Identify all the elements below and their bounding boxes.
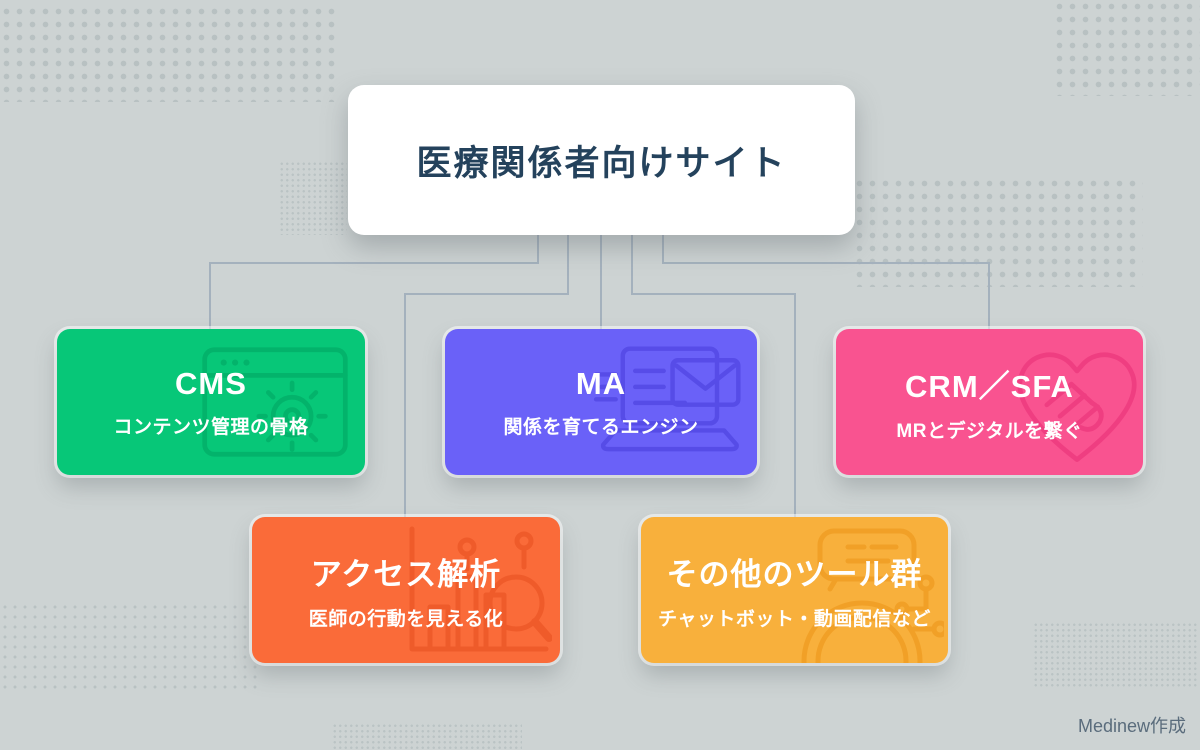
dot-pattern-top-right [1053,0,1200,96]
dot-pattern-right-band [853,177,1143,287]
node-ma: MA 関係を育てるエンジン [445,329,757,475]
chart-magnifier-icon [409,526,552,652]
chatbot-icon [801,528,944,663]
root-node: 医療関係者向けサイト [348,85,855,235]
dot-pattern-bottom-center [332,723,522,750]
dot-pattern-title-left [279,161,347,235]
browser-gear-icon [202,347,348,457]
node-subtitle: コンテンツ管理の骨格 [113,416,309,438]
dot-pattern-bottom-right [1033,622,1199,688]
node-cms: CMS コンテンツ管理の骨格 [57,329,365,475]
node-subtitle: チャットボット・動画配信など [658,609,931,630]
connector-to-tools [631,233,796,517]
handshake-heart-icon [1017,352,1137,462]
node-subtitle: 関係を育てるエンジン [503,416,699,438]
node-access-analytics: アクセス解析 医師の行動を見える化 [252,517,560,663]
connector-to-crm [662,233,990,329]
laptop-mail-icon [593,346,741,452]
node-title: MA [575,365,627,401]
node-title: CMS [175,365,247,401]
root-title: 医療関係者向けサイト [416,143,787,183]
dot-pattern-top-left [0,5,335,102]
connector-to-cms [209,233,539,329]
connector-to-access [404,233,569,517]
node-title: アクセス解析 [310,557,502,592]
node-subtitle: 医師の行動を見える化 [308,609,504,630]
node-title: CRM／SFA [905,369,1074,404]
dot-pattern-bottom-left [0,602,258,692]
credit-text: Medinew作成 [1077,716,1186,736]
node-other-tools: その他のツール群 チャットボット・動画配信など [641,517,948,663]
node-crm: CRM／SFA MRとデジタルを繋ぐ [836,329,1143,475]
node-title: その他のツール群 [666,557,923,592]
node-subtitle: MRとデジタルを繋ぐ [896,421,1083,442]
